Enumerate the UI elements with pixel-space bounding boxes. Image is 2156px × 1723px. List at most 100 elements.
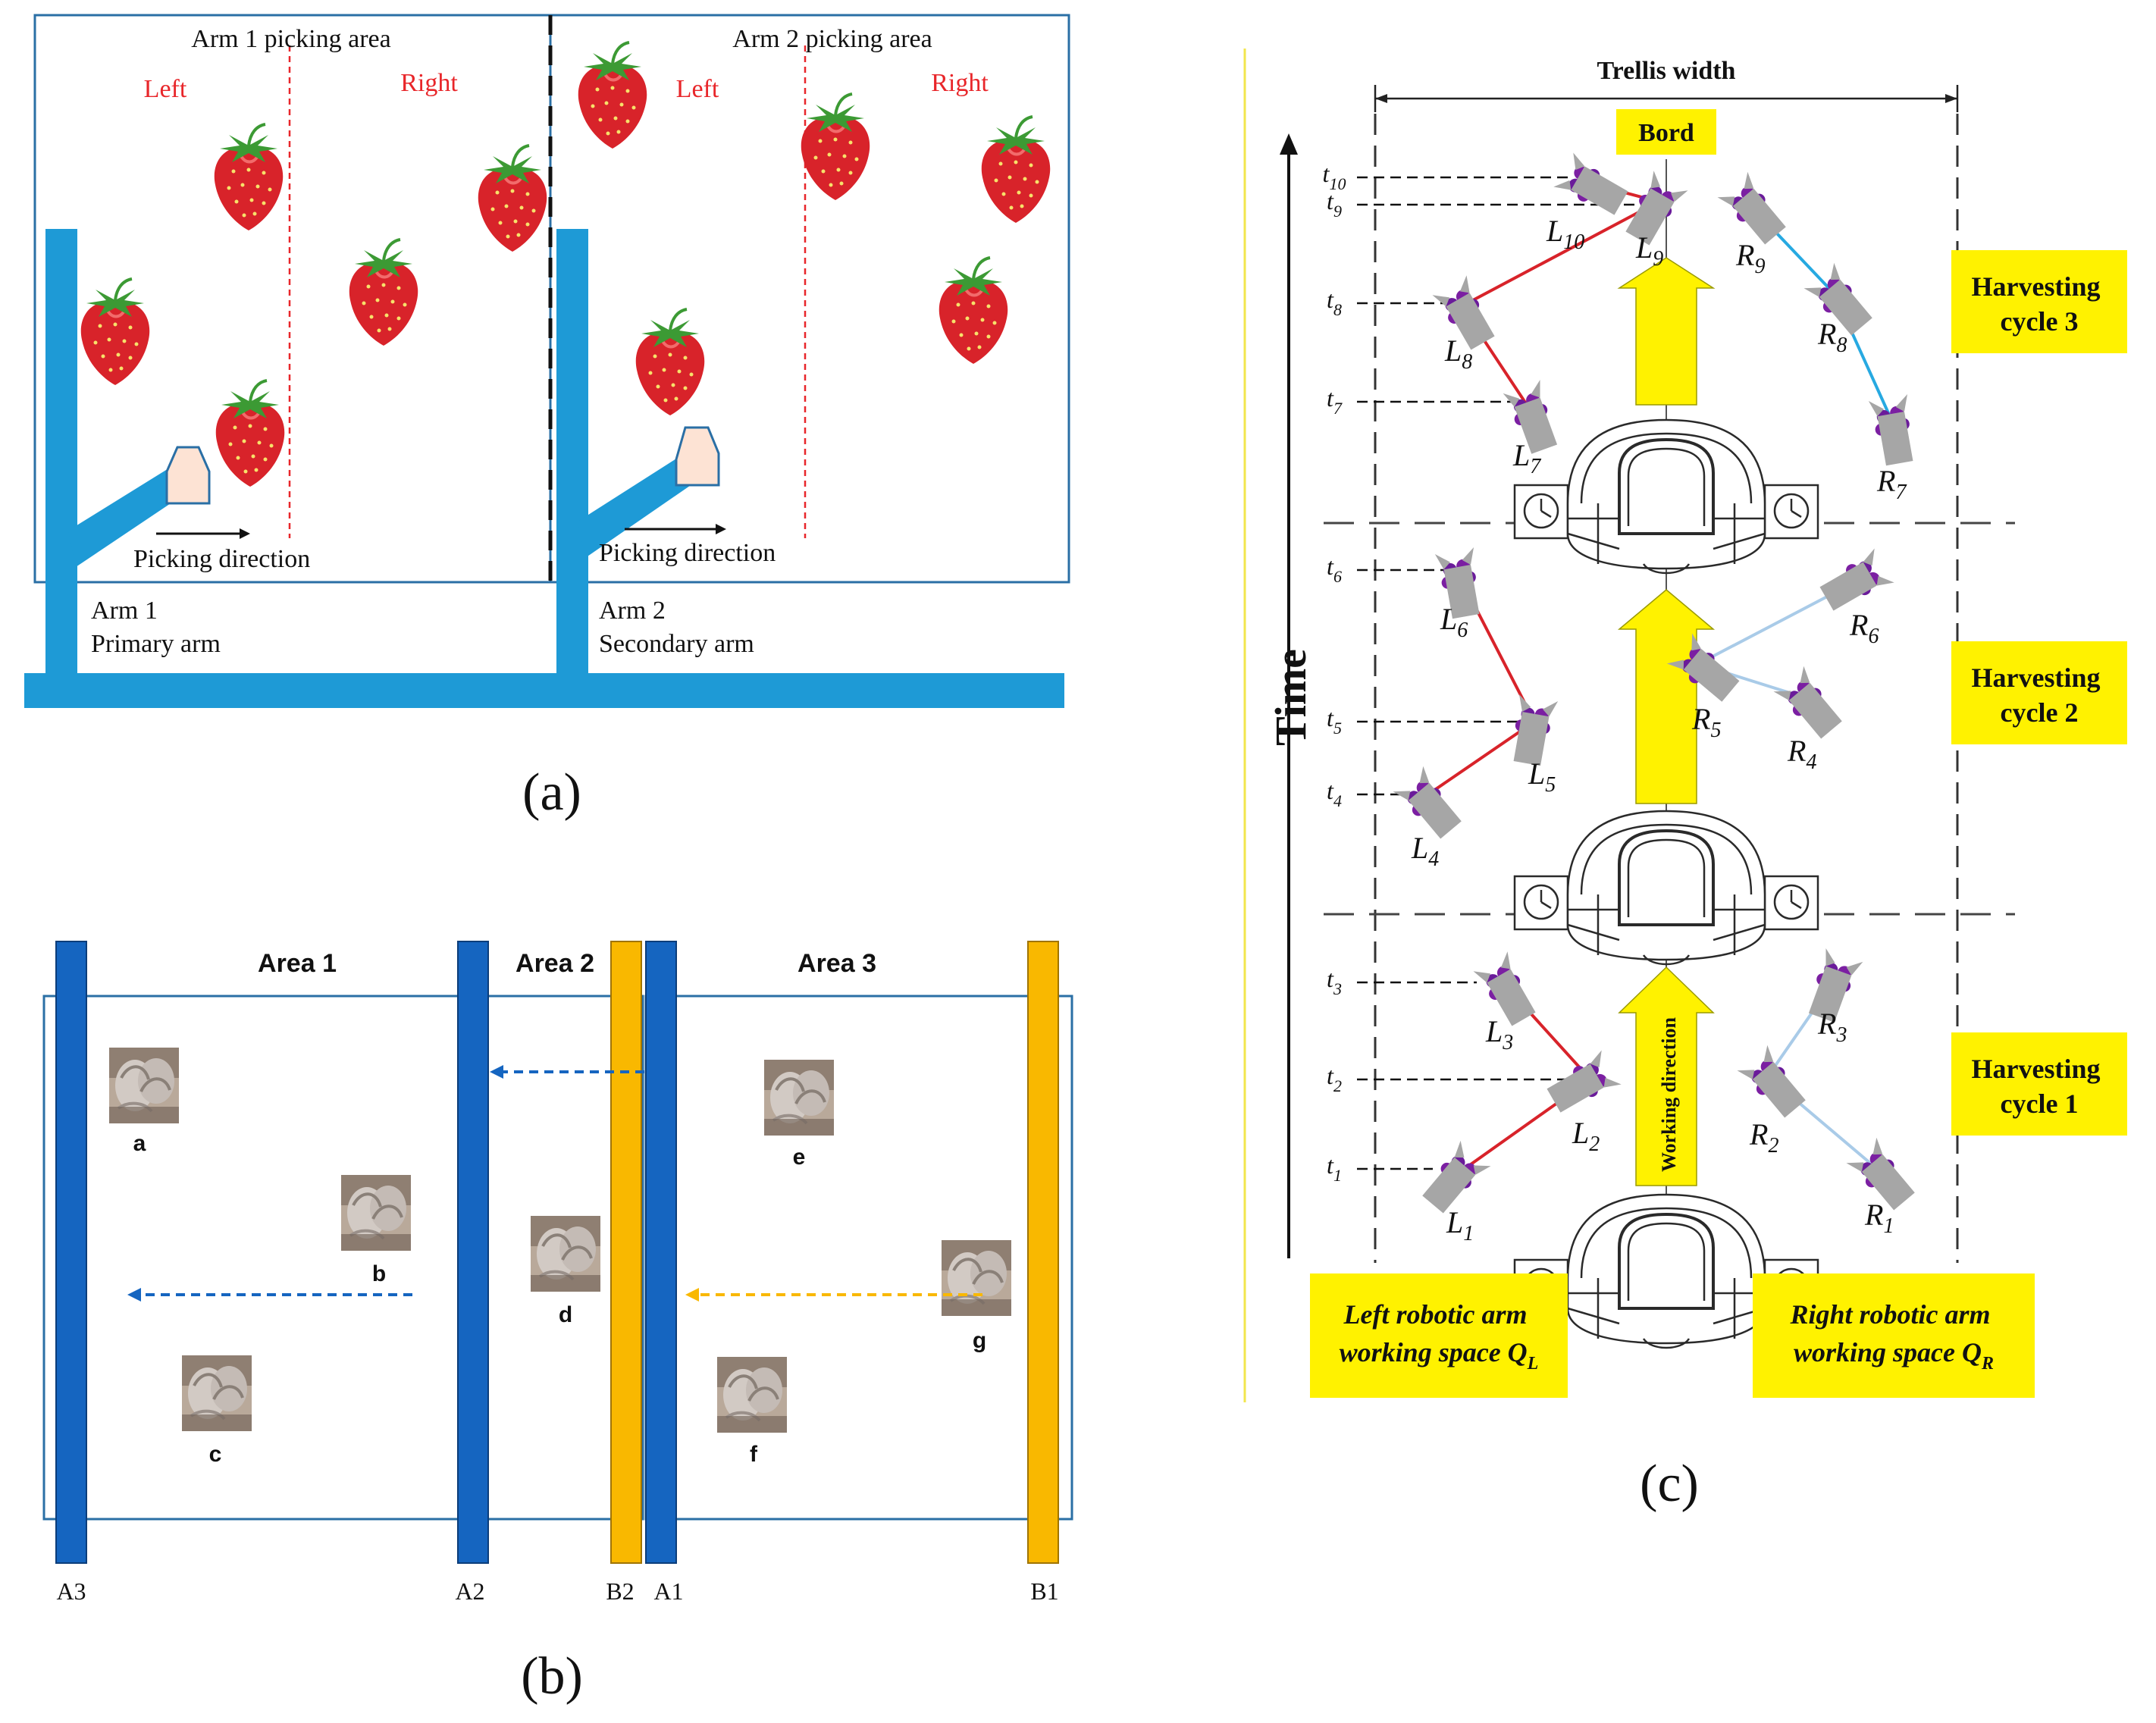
strawberry-icon — [476, 144, 549, 253]
mushroom-icon — [108, 1046, 180, 1125]
time-tick-subscript: 7 — [1333, 399, 1343, 418]
rail-a2 — [457, 941, 489, 1564]
right-working-space-label: Right robotic arm working space QR — [1789, 1299, 1997, 1374]
working-direction-arrow — [1618, 966, 1715, 1186]
area1-label: Area 1 — [258, 949, 337, 978]
target-g: g — [973, 1328, 986, 1353]
strawberry-icon — [937, 256, 1010, 365]
right-working-space-box — [1753, 1273, 2035, 1398]
arm1-column — [45, 229, 77, 676]
cycle-3-label-box — [1951, 250, 2127, 353]
mushroom-icon — [716, 1355, 788, 1434]
time-tick-label: t6 — [1327, 553, 1342, 586]
left-working-space-box — [1310, 1273, 1568, 1398]
working-space-text: working space Q — [1340, 1337, 1528, 1367]
gripper-icon — [1432, 275, 1500, 353]
cycle-1-label-box — [1951, 1032, 2127, 1136]
panel-a-caption: (a) — [522, 763, 581, 822]
rail-label-b2: B2 — [606, 1577, 634, 1605]
working-space-line: Left robotic arm — [1343, 1299, 1528, 1330]
panel-b-caption: (b) — [521, 1647, 583, 1706]
target-subscript: 4 — [1806, 750, 1816, 774]
target-label-right: R3 — [1817, 1007, 1847, 1047]
rail-a3 — [55, 941, 87, 1564]
rail-label-b1: B1 — [1030, 1577, 1058, 1605]
arrow-head — [685, 1288, 699, 1302]
rail-b1 — [1027, 941, 1059, 1564]
target-a: a — [133, 1131, 146, 1156]
time-tick-subscript: 6 — [1333, 567, 1342, 586]
target-b: b — [372, 1261, 386, 1286]
cycle-label-line: Harvesting — [1972, 271, 2101, 302]
mushroom-icon — [763, 1058, 835, 1137]
arm2-role: Secondary arm — [599, 630, 754, 658]
time-ticks: t10 t9 t8 t7 t6 t5 t4 t3 t2 t1 — [1323, 160, 1644, 1185]
gripper-icon — [1816, 548, 1894, 616]
time-tick-subscript: 1 — [1333, 1166, 1342, 1185]
mushroom-icon — [180, 1354, 253, 1433]
cycle-3-label: Harvesting cycle 3 — [1972, 271, 2107, 337]
rail-label-a1: A1 — [653, 1577, 683, 1605]
target-subscript: 9 — [1754, 255, 1765, 278]
rail-label-a3: A3 — [56, 1577, 86, 1605]
working-direction-arrow — [1617, 257, 1716, 406]
target-subscript: 10 — [1563, 230, 1584, 254]
target-e: e — [793, 1145, 806, 1170]
harvester-vehicle-icon — [1513, 810, 1819, 966]
target-subscript: 2 — [1768, 1134, 1778, 1158]
time-tick-label: t4 — [1327, 777, 1342, 810]
time-tick-subscript: 3 — [1333, 979, 1342, 998]
trellis-width-label: Trellis width — [1597, 57, 1736, 85]
mushroom-icon — [340, 1173, 412, 1252]
working-space-subscript: R — [1981, 1354, 1994, 1374]
area1-right-label: Right — [400, 69, 458, 97]
time-tick-subscript: 10 — [1329, 174, 1346, 193]
target-subscript: 8 — [1462, 350, 1472, 374]
time-tick-subscript: 9 — [1333, 202, 1342, 221]
gripper-icon — [1553, 152, 1631, 221]
area2-right-label: Right — [931, 69, 989, 97]
arm2-column — [556, 229, 588, 676]
target-label-right: R9 — [1735, 238, 1765, 278]
cycle-label-line: Harvesting — [1972, 663, 2101, 693]
arm2-boom — [578, 455, 697, 558]
area2-label: Area 2 — [515, 949, 594, 978]
target-subscript: 6 — [1457, 619, 1468, 642]
target-c: c — [209, 1442, 222, 1467]
time-tick-label: t3 — [1327, 965, 1342, 998]
arrow-head — [127, 1288, 141, 1302]
strawberry-icon — [347, 238, 420, 347]
time-axis-label: Time — [1266, 649, 1315, 746]
time-tick-subscript: 8 — [1333, 300, 1342, 319]
arm2-name: Arm 2 — [599, 597, 666, 625]
area1-frame — [42, 995, 473, 1521]
area2-title: Arm 2 picking area — [732, 25, 932, 53]
harvester-vehicle-icon — [1513, 418, 1819, 575]
mushroom-icon — [529, 1214, 602, 1293]
time-tick-label: t7 — [1327, 384, 1343, 418]
target-subscript: 2 — [1589, 1132, 1600, 1156]
working-space-text: working space Q — [1794, 1337, 1982, 1367]
target-label-right: R2 — [1749, 1117, 1778, 1158]
time-tick-subscript: 2 — [1333, 1076, 1342, 1095]
rail-a1 — [645, 941, 677, 1564]
strawberry-icon — [214, 379, 287, 488]
cycle-label-line: cycle 3 — [2001, 306, 2079, 337]
time-axis-arrow-head — [1280, 133, 1298, 155]
target-subscript: 1 — [1463, 1222, 1474, 1245]
strawberry-icon — [212, 123, 285, 232]
arm1-role: Primary arm — [91, 630, 221, 658]
target-subscript: 5 — [1710, 719, 1721, 742]
target-label-right: R4 — [1787, 734, 1816, 774]
working-space-line: working space QR — [1794, 1337, 1994, 1374]
base-rail — [24, 673, 1064, 708]
target-subscript: 7 — [1530, 455, 1541, 478]
rail-b2 — [610, 941, 642, 1564]
gripper-icon — [1473, 951, 1541, 1029]
gripper-icon — [1737, 1045, 1810, 1122]
cycle-label-line: cycle 2 — [2001, 697, 2079, 728]
panel-c: Trellis width Time t10 t9 t8 t7 t6 t5 — [1243, 49, 2127, 1513]
working-space-line: Right robotic arm — [1789, 1299, 1990, 1330]
strawberry-icon — [634, 308, 707, 417]
